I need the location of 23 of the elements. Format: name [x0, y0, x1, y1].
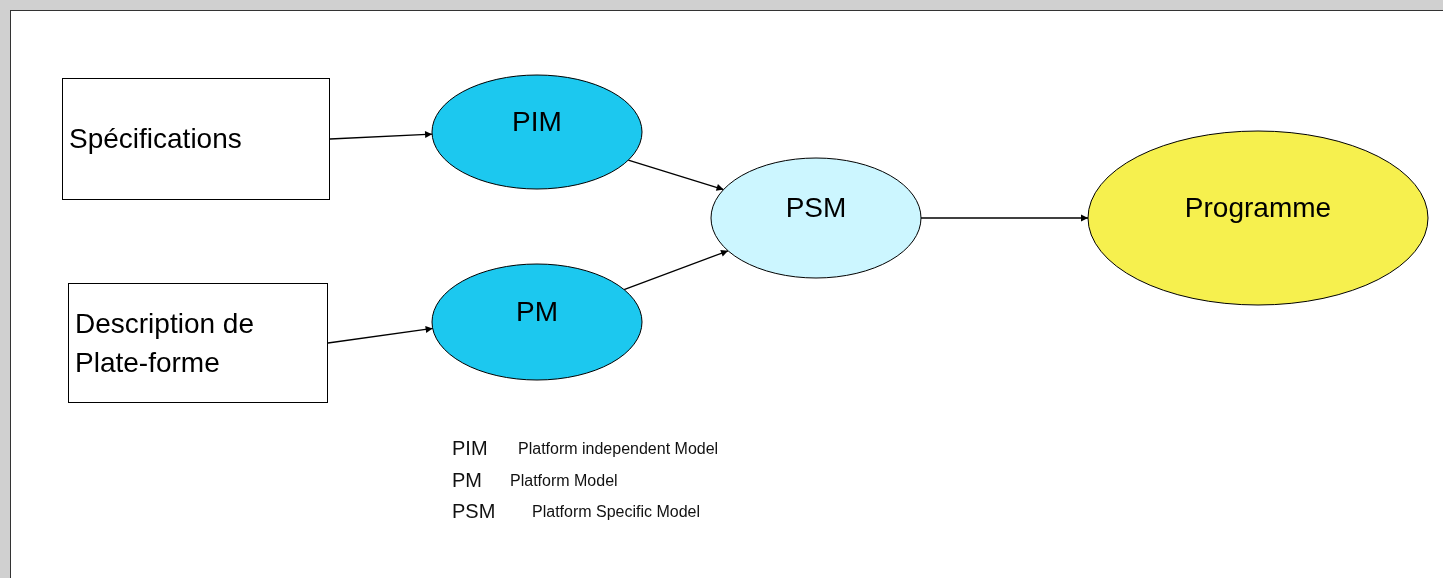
- model-ellipse: [711, 158, 921, 278]
- node-label: Spécifications: [69, 122, 242, 157]
- node-label: PM: [516, 295, 558, 330]
- definition-label: Platform Model: [510, 472, 618, 490]
- node-label: Programme: [1184, 191, 1332, 226]
- process-box: [68, 283, 328, 403]
- abbreviation-label: PIM: [452, 437, 488, 460]
- node-label: PIM: [512, 105, 562, 140]
- model-ellipse: [432, 264, 642, 380]
- node-label: Description de Plate-forme: [75, 306, 255, 380]
- node-label: PSM: [785, 191, 847, 226]
- abbreviation-label: PSM: [452, 500, 496, 523]
- abbreviation-label: PM: [452, 469, 482, 492]
- arrow: [920, 214, 1089, 222]
- definition-label: Platform Specific Model: [532, 503, 701, 521]
- output-ellipse: [1088, 131, 1428, 305]
- model-ellipse: [432, 75, 642, 189]
- arrow: [329, 131, 433, 140]
- process-box: [62, 78, 330, 200]
- arrow: [627, 159, 725, 191]
- definition-label: Platform independent Model: [518, 440, 719, 458]
- arrow: [623, 249, 729, 291]
- arrow: [327, 325, 434, 344]
